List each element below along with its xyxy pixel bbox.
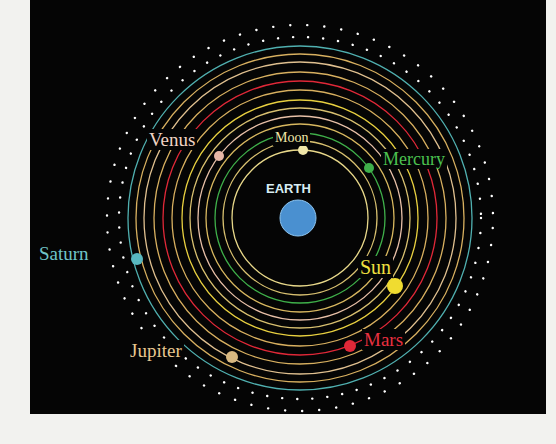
- fixed-stars: [107, 25, 493, 411]
- planet-label: Mercury: [381, 149, 447, 169]
- orbit-rings: [128, 46, 472, 390]
- moon-dot: [298, 145, 308, 155]
- planet-label: Jupiter: [128, 340, 184, 361]
- earth-rim: [280, 200, 316, 236]
- earth-globe: [280, 200, 316, 236]
- jupiter-dot: [226, 351, 238, 363]
- night-sky-panel: [30, 0, 546, 414]
- mercury-dot: [364, 163, 374, 173]
- planet-label: Moon: [273, 130, 310, 146]
- planet-label: Saturn: [37, 243, 91, 264]
- planet-label: Venus: [147, 129, 197, 150]
- planet-label: Mars: [362, 329, 405, 350]
- saturn-dot: [131, 253, 143, 265]
- venus-dot: [214, 151, 224, 161]
- earth-label: EARTH: [264, 181, 313, 196]
- sun-dot: [387, 278, 403, 294]
- sun-label: Sun: [358, 256, 393, 278]
- mars-dot: [344, 340, 356, 352]
